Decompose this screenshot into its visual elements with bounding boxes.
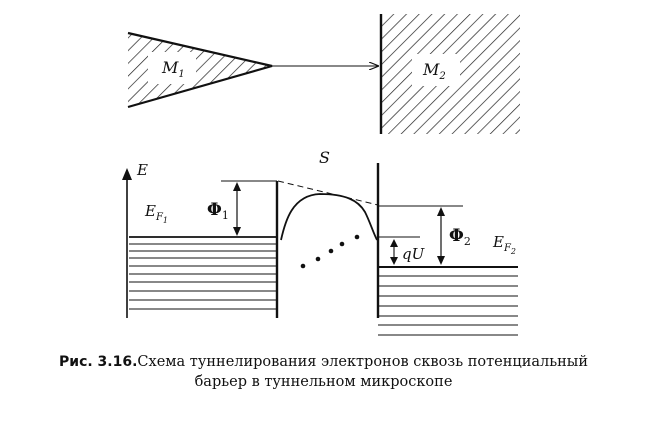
figure-caption: Рис. 3.16.Схема туннелирования электроно…	[0, 352, 647, 392]
phi2-label: Φ2	[449, 226, 471, 248]
energy-axis-label: E	[136, 161, 148, 179]
m1-label: M	[161, 58, 179, 77]
m2-subscript: 2	[438, 71, 445, 82]
caption-line-2: барьер в туннельном микроскопе	[194, 374, 453, 390]
tunneling-diagram: M1 M2 S E EF1 Φ1	[122, 14, 520, 336]
ef2-label: EF2	[492, 233, 516, 256]
caption-line-1: Рис. 3.16.Схема туннелирования электроно…	[0, 352, 647, 372]
caption-label: Рис. 3.16.	[59, 354, 138, 370]
caption-text-1: Схема туннелирования электронов сквозь п…	[137, 354, 588, 370]
svg-text:M1: M1	[161, 58, 185, 80]
svg-text:M2: M2	[422, 60, 446, 82]
right-metal-levels	[378, 266, 518, 336]
m1-subscript: 1	[178, 69, 184, 80]
left-metal-levels	[129, 236, 277, 310]
qu-label: qU	[402, 245, 426, 263]
m2-label: M	[422, 60, 440, 79]
phi1-work-function: Φ1	[207, 180, 277, 236]
barrier-curve	[280, 193, 378, 241]
bias-qu: qU	[378, 236, 426, 265]
vacuum-level	[277, 180, 379, 206]
phi2-work-function: Φ2	[378, 205, 471, 265]
tip-m1: M1	[127, 31, 273, 109]
gap-label: S	[319, 148, 330, 167]
ef1-label: EF1	[144, 202, 168, 225]
energy-axis: E	[122, 161, 148, 318]
phi1-label: Φ1	[207, 200, 229, 222]
sample-m2: M2	[379, 14, 520, 134]
tunneling-electrons	[300, 234, 360, 269]
